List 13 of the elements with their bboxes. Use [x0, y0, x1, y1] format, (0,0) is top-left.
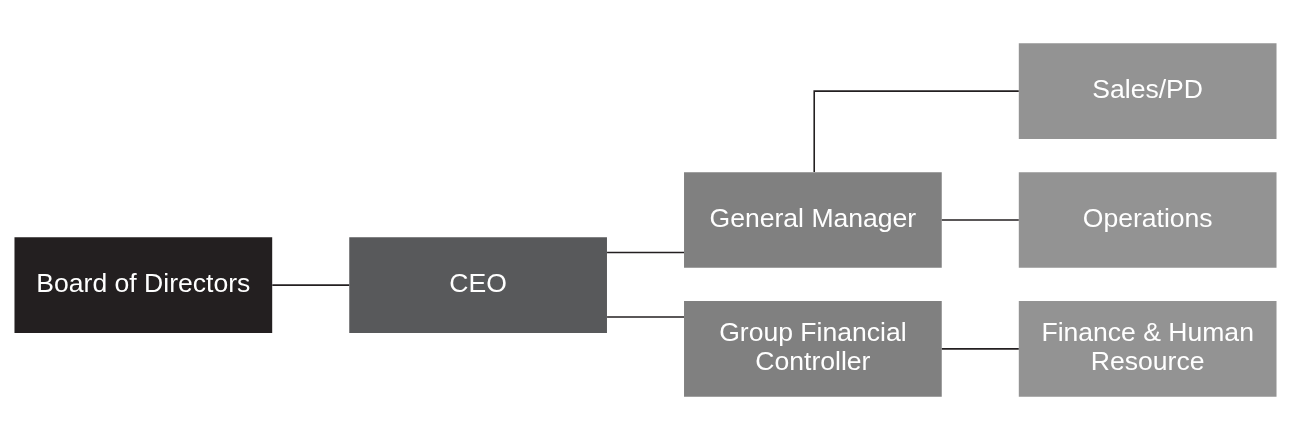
node-box: Board of Directors: [14, 236, 273, 333]
node-box: Sales/PD: [1018, 42, 1277, 139]
node-box: Group Financial Controller: [684, 300, 942, 397]
connector: [813, 89, 1020, 173]
node-box: Finance & Human Resource: [1018, 300, 1277, 397]
connector: [271, 283, 351, 286]
connector: [606, 251, 685, 253]
node-box: Operations: [1018, 171, 1277, 268]
connector: [606, 315, 685, 318]
node-box: CEO: [349, 236, 607, 333]
connector: [941, 347, 1020, 350]
node-box: General Manager: [684, 171, 942, 268]
connector: [941, 218, 1020, 221]
